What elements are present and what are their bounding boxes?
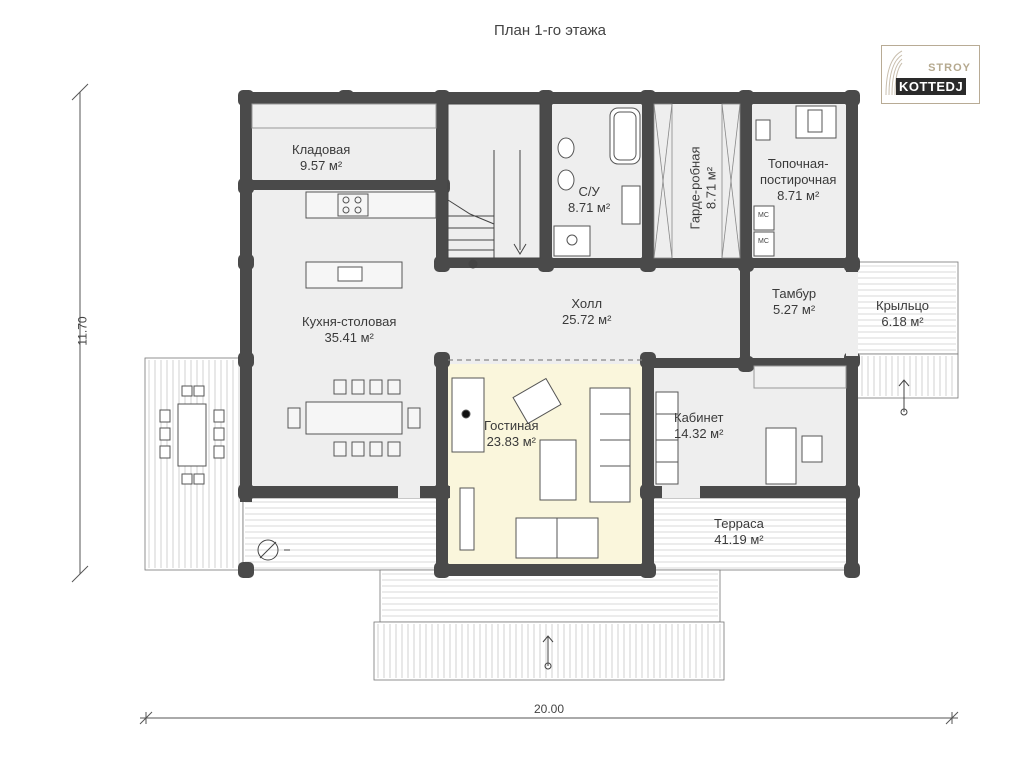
room-porch-name: Крыльцо <box>876 298 930 313</box>
room-living-area: 23.83 м² <box>486 434 536 449</box>
room-pantry: Кладовая 9.57 м² <box>292 142 350 174</box>
log-corner <box>434 484 450 500</box>
deck-boards <box>148 265 956 678</box>
log-corner <box>640 352 656 368</box>
compass-icon <box>257 539 290 561</box>
room-vestibule: Тамбур 5.27 м² <box>772 286 816 318</box>
living-furniture <box>451 377 631 559</box>
terrace-dining <box>159 385 225 485</box>
room-kitchen: Кухня-столовая 35.41 м² <box>302 314 396 346</box>
log-corner <box>844 562 860 578</box>
room-wardrobe-name: Гарде-робная <box>687 146 703 230</box>
room-hall-area: 25.72 м² <box>562 312 612 327</box>
logo-stroy-text: STROY <box>928 62 971 74</box>
log-corner <box>538 90 554 106</box>
room-boiler-name-2: постирочная <box>760 172 837 187</box>
log-corner <box>640 256 656 272</box>
log-corner <box>640 484 656 500</box>
room-terrace: Терраса 41.19 м² <box>714 516 764 548</box>
room-terrace-area: 41.19 м² <box>714 532 764 547</box>
room-wardrobe-area: 8.71 м² <box>703 166 719 210</box>
room-bathroom-area: 8.71 м² <box>568 200 611 215</box>
log-corner <box>434 256 450 272</box>
log-corner <box>640 562 656 578</box>
room-terrace-name: Терраса <box>714 516 764 531</box>
kitchen-furniture <box>251 103 437 457</box>
logo-lines-icon <box>885 50 903 96</box>
boiler-tag-2: МС <box>758 238 769 245</box>
log-corner <box>434 90 450 106</box>
room-living-name: Гостиная <box>484 418 539 433</box>
room-pantry-name: Кладовая <box>292 142 351 157</box>
room-office-name: Кабинет <box>674 410 724 425</box>
wardrobe-shelves <box>653 103 741 259</box>
log-corner <box>434 562 450 578</box>
room-vestibule-area: 5.27 м² <box>772 302 816 317</box>
room-kitchen-area: 35.41 м² <box>324 330 374 345</box>
room-boiler-name-1: Топочная- <box>767 156 829 171</box>
boiler-equipment <box>753 105 837 257</box>
log-corner <box>844 256 860 272</box>
log-corner <box>238 178 254 194</box>
log-corner <box>844 90 860 106</box>
room-wardrobe: Гарде-робная 8.71 м² <box>687 147 719 230</box>
room-boiler: Топочная- постирочная 8.71 м² <box>760 156 836 204</box>
log-corner <box>238 352 254 368</box>
log-corner <box>738 356 754 372</box>
staircase <box>447 103 541 269</box>
openings <box>398 272 858 498</box>
office-furniture <box>655 365 847 485</box>
boiler-tag-1: МС <box>758 212 769 219</box>
log-corner <box>538 256 554 272</box>
room-living: Гостиная 23.83 м² <box>484 418 539 450</box>
log-corner <box>238 90 254 106</box>
dimension-height: 11.70 <box>75 316 90 346</box>
log-corner <box>738 256 754 272</box>
plan-title: План 1-го этажа <box>493 22 607 39</box>
room-porch: Крыльцо 6.18 м² <box>876 298 929 330</box>
bathroom-fixtures <box>553 107 641 257</box>
room-office: Кабинет 14.32 м² <box>674 410 723 442</box>
room-hall-name: Холл <box>571 296 603 311</box>
room-boiler-area: 8.71 м² <box>777 188 820 203</box>
room-porch-area: 6.18 м² <box>881 314 924 329</box>
room-hall: Холл 25.72 м² <box>562 296 611 328</box>
room-vestibule-name: Тамбур <box>772 286 817 301</box>
log-corner <box>434 178 450 194</box>
dimension-width: 20.00 <box>534 702 565 716</box>
entry-arrows <box>542 379 910 670</box>
log-corner <box>238 562 254 578</box>
log-corner <box>434 352 450 368</box>
log-corner <box>640 90 656 106</box>
log-corner <box>338 90 354 106</box>
room-bathroom: С/У 8.71 м² <box>568 184 610 216</box>
logo-kottedj-text: KOTTEDJ <box>896 78 967 95</box>
log-corner <box>738 90 754 106</box>
log-corner <box>238 484 254 500</box>
room-pantry-area: 9.57 м² <box>300 158 343 173</box>
room-office-area: 14.32 м² <box>674 426 724 441</box>
room-kitchen-name: Кухня-столовая <box>302 314 397 329</box>
dimension-lines <box>71 83 959 725</box>
log-corner <box>844 484 860 500</box>
log-corners <box>238 90 860 578</box>
brand-logo: STROY KOTTEDJ <box>881 45 980 104</box>
room-bathroom-name: С/У <box>578 184 600 199</box>
log-corner <box>238 254 254 270</box>
